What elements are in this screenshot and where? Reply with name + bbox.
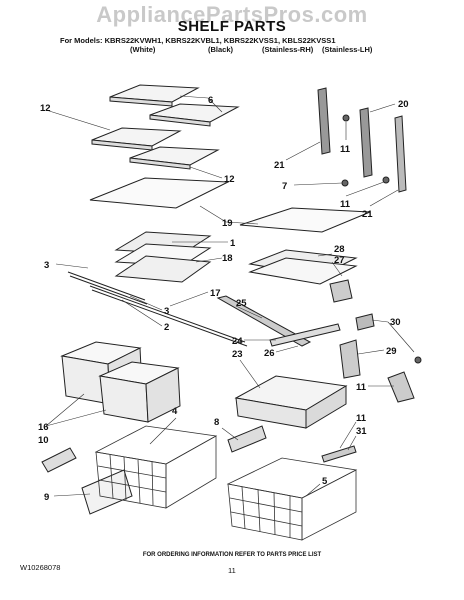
callout-11: 11 <box>356 413 367 424</box>
callout-28: 28 <box>334 244 345 255</box>
callout-8: 8 <box>214 417 219 428</box>
callout-21: 21 <box>362 209 373 220</box>
slide-out-shelf-parts-1-18 <box>67 231 248 347</box>
wire-basket-5 <box>226 457 358 541</box>
callout-10: 10 <box>38 435 49 446</box>
variant-black: (Black) <box>208 45 234 54</box>
callout-6: 6 <box>208 95 213 106</box>
callout-3: 3 <box>164 306 169 317</box>
callout-11: 11 <box>356 382 367 393</box>
models-line: For Models: KBRS22KVWH1, KBRS22KVBL1, KB… <box>60 36 336 45</box>
callout-9: 9 <box>44 492 49 503</box>
glass-pane-right <box>239 207 371 233</box>
callout-16: 16 <box>38 422 49 433</box>
callout-23: 23 <box>232 349 243 360</box>
callout-numbers: 12 6 12 20 21 11 7 11 21 19 1 28 3 18 27… <box>38 95 409 503</box>
callout-19: 19 <box>222 218 233 229</box>
leader-lines <box>45 95 415 497</box>
variant-stainless-rh: (Stainless-RH) <box>262 45 314 54</box>
variant-stainless-lh: (Stainless-LH) <box>322 45 373 54</box>
callout-4: 4 <box>172 406 178 417</box>
callout-31: 31 <box>356 426 367 437</box>
callout-5: 5 <box>322 476 328 487</box>
part-8 <box>227 425 267 453</box>
glass-shelf-parts-12-6 <box>91 84 240 170</box>
wire-basket-4 <box>94 425 218 509</box>
callout-25: 25 <box>236 298 247 309</box>
callout-24: 24 <box>232 336 243 347</box>
callout-12: 12 <box>40 103 51 114</box>
page-number: 11 <box>228 566 236 575</box>
bracket-parts-29-30 <box>339 313 422 403</box>
watermark: AppliancePartsPros.com <box>96 2 368 27</box>
callout-7: 7 <box>282 181 287 192</box>
callout-20: 20 <box>398 99 409 110</box>
callout-29: 29 <box>386 346 397 357</box>
callout-27: 27 <box>334 255 345 266</box>
callout-26: 26 <box>264 348 275 359</box>
crisper-drawers-16 <box>60 341 181 423</box>
callout-17: 17 <box>210 288 221 299</box>
callout-18: 18 <box>222 253 233 264</box>
callout-12: 12 <box>224 174 235 185</box>
callout-30: 30 <box>390 317 401 328</box>
ordering-note: FOR ORDERING INFORMATION REFER TO PARTS … <box>142 552 322 558</box>
part-10 <box>41 447 77 473</box>
callout-2: 2 <box>164 322 169 333</box>
document-id: W10268078 <box>20 563 61 572</box>
callout-11: 11 <box>340 144 351 155</box>
page-title: SHELF PARTS <box>177 18 287 35</box>
callout-3: 3 <box>44 260 49 271</box>
divider-9 <box>81 469 133 515</box>
callout-21: 21 <box>274 160 285 171</box>
variant-white: (White) <box>130 45 156 54</box>
shelf-rails-20-21 <box>317 87 407 193</box>
part-31 <box>321 445 357 463</box>
callout-11: 11 <box>340 199 351 210</box>
drawer-tray-23 <box>234 375 348 429</box>
glass-pane-left <box>89 177 230 209</box>
callout-1: 1 <box>230 238 236 249</box>
